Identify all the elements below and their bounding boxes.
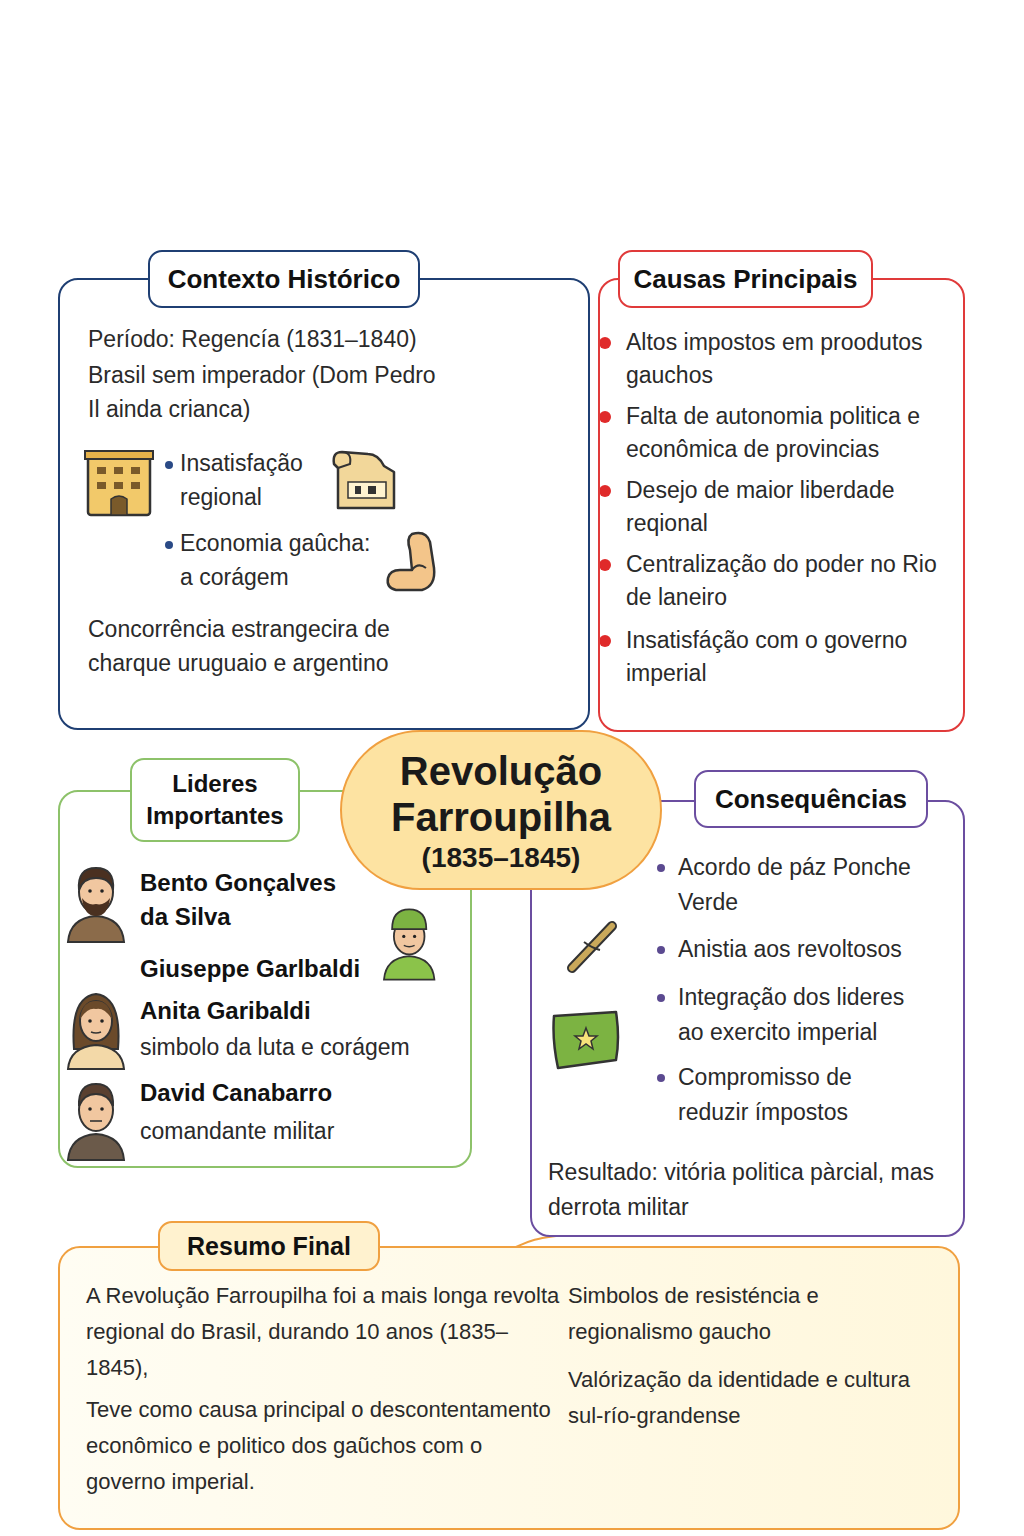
leader-name: Anita Garibaldi <box>140 994 440 1028</box>
panel-heading: Causas Principais <box>618 250 873 308</box>
bullet-text: Compromisso de reduzir ímpostos <box>678 1060 908 1130</box>
bullet-dot <box>599 337 611 349</box>
bullet-dot <box>599 635 611 647</box>
bullet-text: Insatisfáção com o governo imperial <box>626 624 956 690</box>
bullet-dot <box>165 541 173 549</box>
panel-text: Valórização da identidade e cultura sul-… <box>568 1362 928 1434</box>
panel-heading: Resumo Final <box>158 1221 380 1271</box>
portrait-icon <box>68 868 124 942</box>
panel-heading: Consequências <box>694 770 928 828</box>
panel-text: Simbolos de resisténcia e regionalismo g… <box>568 1278 928 1350</box>
document-icon <box>334 452 394 508</box>
portrait-icon <box>68 994 124 1069</box>
bullet-text: Integração dos lideres ao exercito imper… <box>678 980 928 1050</box>
building-icon <box>85 451 153 515</box>
bullet-text: Desejo de maior liberdade reqional <box>626 474 956 540</box>
central-topic: Revolução Farroupilha(1835–1845) <box>340 730 662 890</box>
bullet-dot <box>165 461 173 469</box>
summary-panel: Resumo FinalA Revolução Farroupilha foi … <box>58 1246 960 1530</box>
bullet-dot <box>599 411 611 423</box>
flag-icon <box>554 1012 619 1068</box>
panel-heading: Lideres Importantes <box>130 758 300 842</box>
bullet-text: Centralização do poder no Rio de laneiro <box>626 548 956 614</box>
bullet-text: Altos impostos em proodutos gauchos <box>626 326 956 392</box>
portrait-icon <box>68 1084 124 1160</box>
arm-icon <box>388 533 435 590</box>
panel-heading: Contexto Histórico <box>148 250 420 308</box>
bullet-text: Economia gaûcha: a corágem <box>180 526 385 594</box>
peace-stick-icon <box>572 926 612 968</box>
bullet-dot <box>599 485 611 497</box>
leader-role: comandante militar <box>140 1114 440 1148</box>
bullet-text: Acordo de páz Ponche Verde <box>678 850 948 920</box>
bullet-dot <box>657 994 665 1002</box>
leader-role: simbolo da luta e corágem <box>140 1030 460 1064</box>
bullet-dot <box>599 559 611 571</box>
bullet-dot <box>657 1074 665 1082</box>
bullet-text: Anistia aos revoltosos <box>678 932 958 967</box>
central-dates: (1835–1845) <box>340 842 662 874</box>
bullet-dot <box>657 946 665 954</box>
panel-text: Teve como causa principal o descontentam… <box>86 1392 561 1500</box>
bullet-text: Insatisfação regional <box>180 446 330 514</box>
bullet-text: Falta de autonomia politica e econômica … <box>626 400 956 466</box>
panel-text: Período: Regencía (1831–1840) <box>88 322 528 356</box>
portrait-icon <box>384 909 434 979</box>
panel-text: Concorrência estrangecira de charque uru… <box>88 612 408 680</box>
central-title: Revolução Farroupilha <box>340 748 662 840</box>
leader-name: Giuseppe Garlbaldi <box>140 952 380 986</box>
panel-text: Brasil sem imperador (Dom Pedro Il ainda… <box>88 358 438 426</box>
bullet-dot <box>657 864 665 872</box>
leader-name: Bento Gonçalves da Silva <box>140 866 355 934</box>
topic-panel: Causas PrincipaisAltos impostos em prood… <box>598 278 965 732</box>
panel-text: A Revolução Farroupilha foi a mais longa… <box>86 1278 561 1386</box>
topic-panel: Contexto HistóricoPeríodo: Regencía (183… <box>58 278 590 730</box>
leader-name: David Canabarro <box>140 1076 440 1110</box>
result-text: Resultado: vitória politica pàrcial, mas… <box>548 1155 953 1225</box>
